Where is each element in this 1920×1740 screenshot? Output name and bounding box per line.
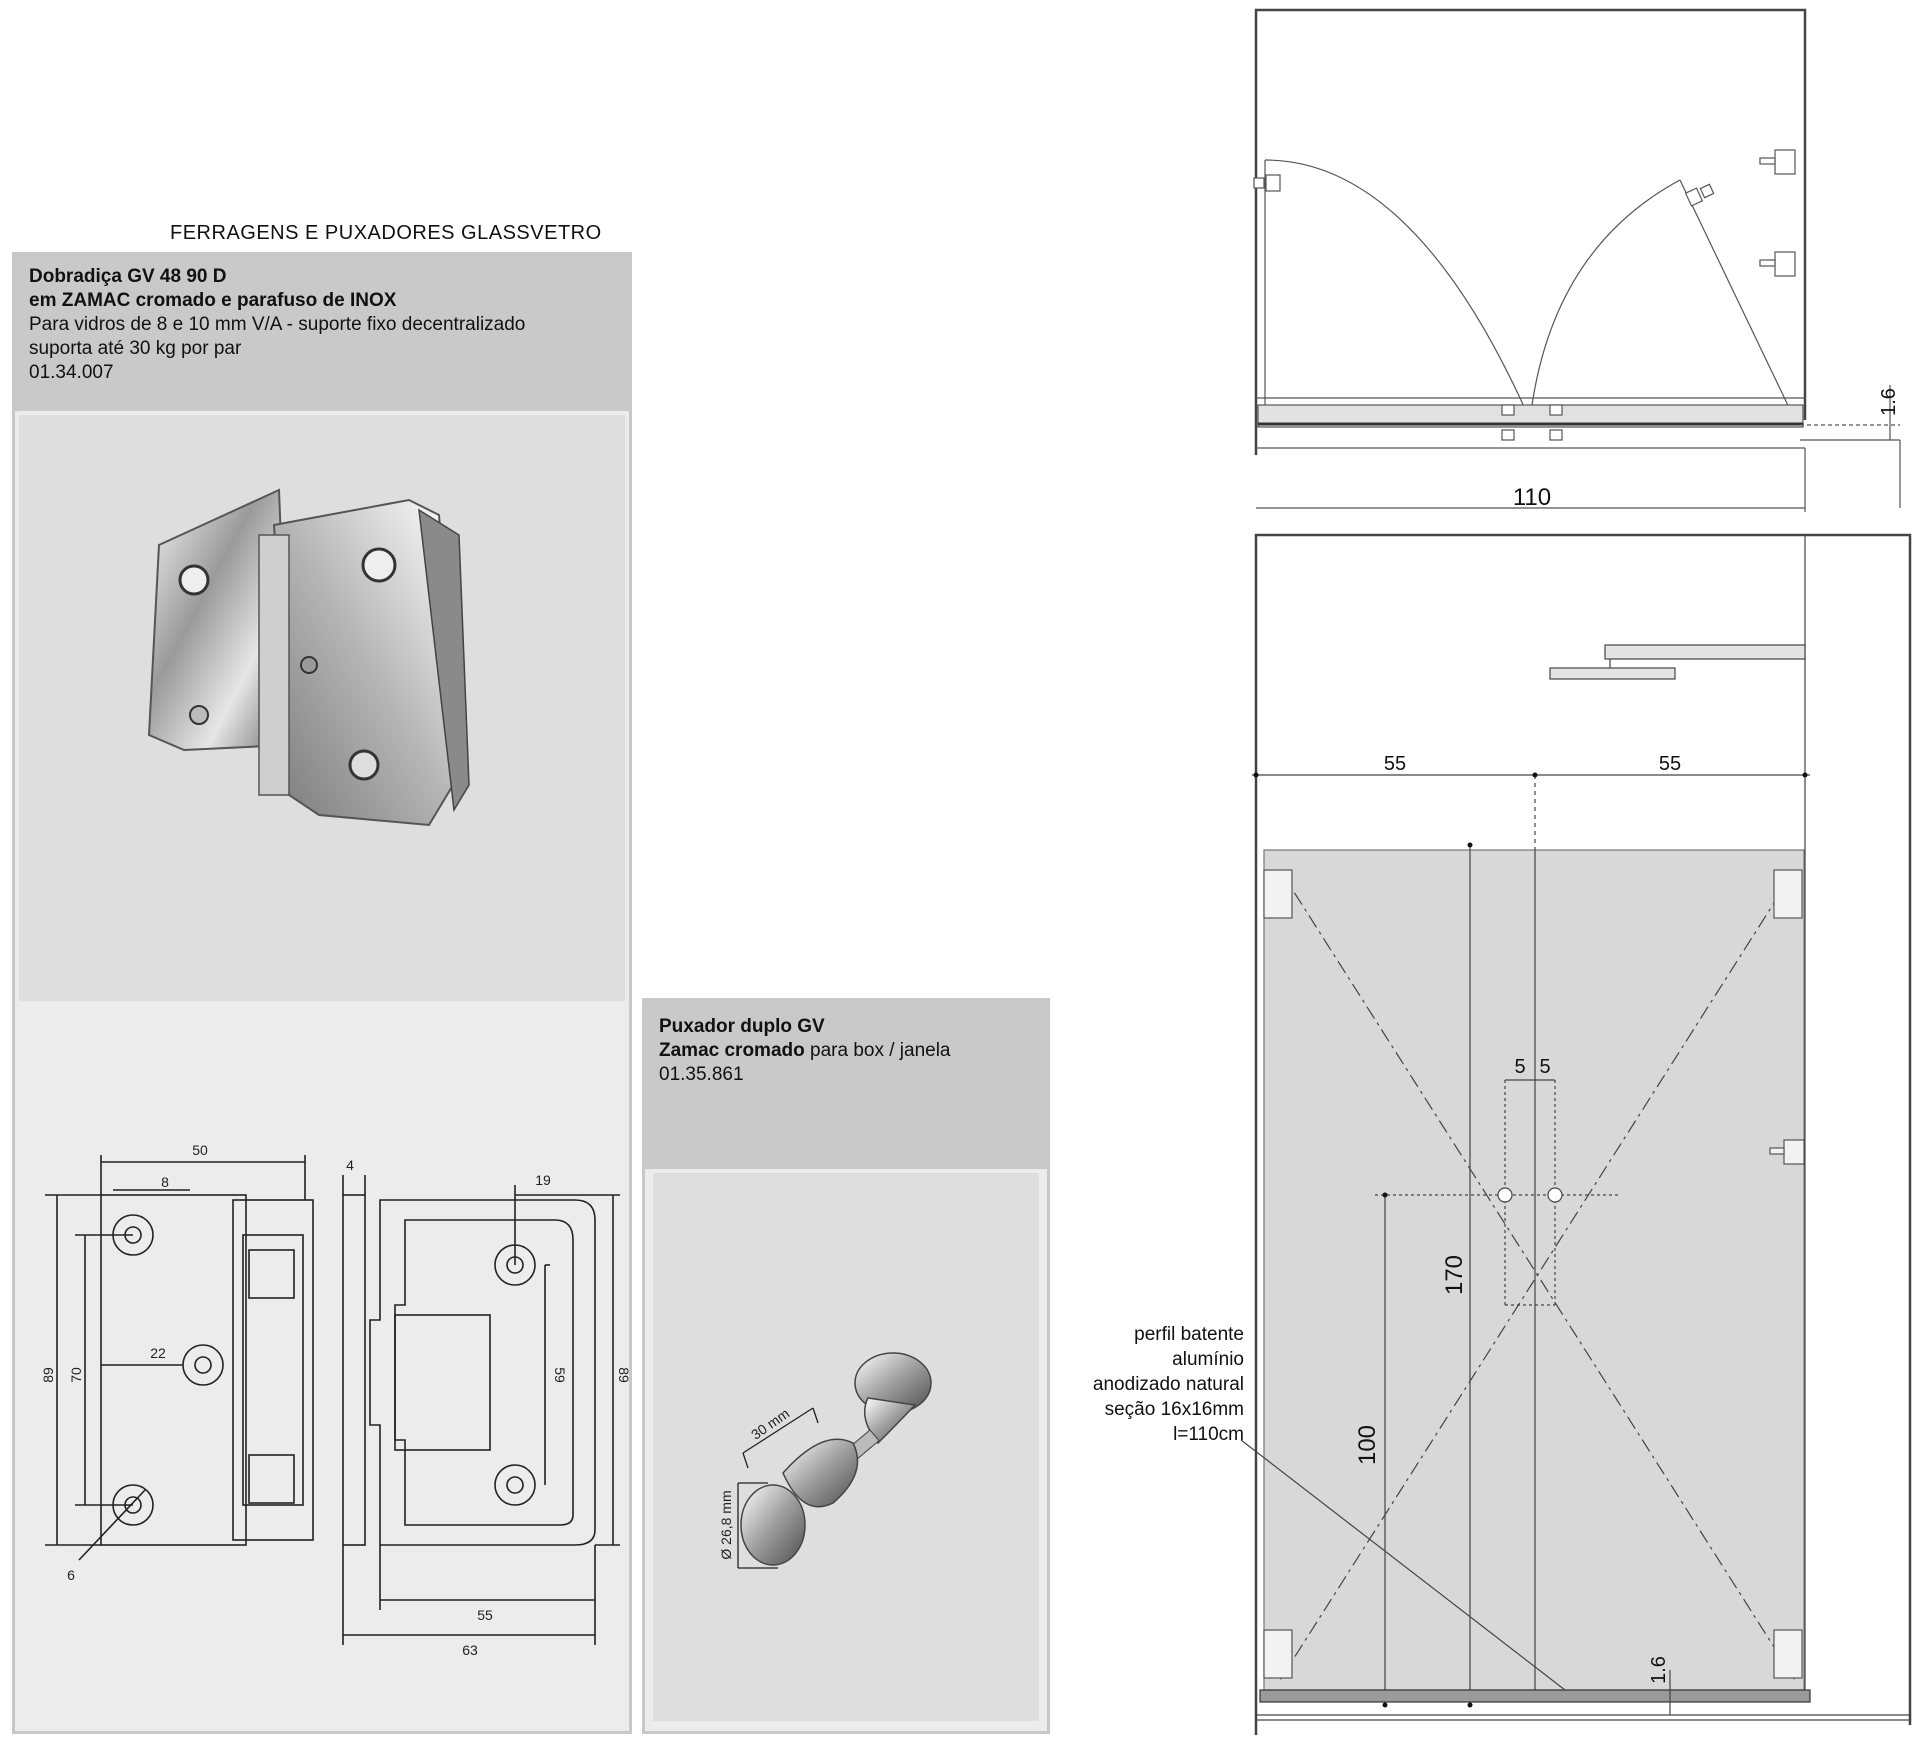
elevation-hinges bbox=[1263, 869, 1805, 1679]
plan-width-label: 110 bbox=[1513, 484, 1551, 511]
hinge-desc-line1: Para vidros de 8 e 10 mm V/A - suporte f… bbox=[29, 314, 526, 335]
dim-top-hole: 8 bbox=[161, 1174, 169, 1190]
knob-code: 01.35.861 bbox=[659, 1064, 744, 1085]
knob-material: Zamac cromado bbox=[659, 1040, 805, 1061]
hinge-photo-illustration bbox=[147, 488, 470, 827]
hinge-card-header: Dobradiça GV 48 90 D em ZAMAC cromado e … bbox=[15, 255, 629, 411]
dim-thick: 4 bbox=[346, 1157, 354, 1173]
note-line-1: perfil batente bbox=[1134, 1324, 1244, 1345]
dim-hole-span: 70 bbox=[68, 1367, 84, 1383]
plan-view-drawing: 110 1.6 bbox=[1253, 8, 1901, 512]
knob-dim-diameter: Ø 26,8 mm bbox=[718, 1490, 734, 1559]
elev-right-half: 55 bbox=[1659, 753, 1681, 775]
hinge-title-line2: em ZAMAC cromado e parafuso de INOX bbox=[29, 290, 397, 311]
note-line-2: alumínio bbox=[1172, 1349, 1244, 1370]
note-line-5: l=110cm bbox=[1173, 1424, 1244, 1445]
dim-hole-dia: 6 bbox=[67, 1567, 75, 1583]
dim-width: 50 bbox=[192, 1142, 208, 1158]
hinge-desc-line2: suporta até 30 kg por par bbox=[29, 338, 242, 359]
dim-corner: 19 bbox=[535, 1172, 551, 1188]
note-line-3: anodizado natural bbox=[1092, 1374, 1244, 1395]
elev-bottom-offset: 1.6 bbox=[1648, 1656, 1670, 1684]
knob-title: Puxador duplo GV bbox=[659, 1016, 825, 1037]
knob-photo: 30 mm Ø 26,8 mm bbox=[653, 1173, 1039, 1721]
knob-dim-length: 30 mm bbox=[748, 1405, 792, 1443]
page-heading: FERRAGENS E PUXADORES GLASSVETRO bbox=[170, 222, 602, 244]
hinge-title-line1: Dobradiça GV 48 90 D bbox=[29, 266, 227, 287]
knob-usage: para box / janela bbox=[804, 1040, 951, 1061]
dim-depth: 55 bbox=[477, 1607, 493, 1623]
dim-mid: 22 bbox=[150, 1345, 166, 1361]
plan-offset-label: 1.6 bbox=[1878, 388, 1900, 416]
elev-height-100: 100 bbox=[1354, 1425, 1381, 1465]
elev-gap-right: 5 bbox=[1539, 1056, 1550, 1078]
dim-height2: 89 bbox=[616, 1367, 629, 1383]
note-line-4: seção 16x16mm bbox=[1104, 1399, 1244, 1420]
elevation-view-drawing: 55 55 5 5 170 100 1.6 bbox=[1240, 533, 1912, 1735]
dim-total: 63 bbox=[462, 1642, 478, 1658]
hinge-technical-drawing: 50 8 89 70 22 6 4 19 59 89 55 63 bbox=[40, 1142, 629, 1658]
profile-note: perfil batente alumínio anodizado natura… bbox=[1040, 1322, 1244, 1447]
knob-card: Puxador duplo GV Zamac cromado para box … bbox=[642, 998, 1050, 1734]
glass-panel bbox=[1263, 849, 1805, 1691]
elev-gap-left: 5 bbox=[1514, 1056, 1525, 1078]
elev-height-170: 170 bbox=[1441, 1255, 1468, 1295]
hinge-code: 01.34.007 bbox=[29, 362, 114, 383]
dim-height: 89 bbox=[40, 1367, 56, 1383]
knob-card-header: Puxador duplo GV Zamac cromado para box … bbox=[645, 1001, 1047, 1169]
dim-hole-span2: 59 bbox=[552, 1367, 568, 1383]
hinge-photo bbox=[19, 415, 625, 1001]
hinge-card: Dobradiça GV 48 90 D em ZAMAC cromado e … bbox=[12, 252, 632, 1734]
elev-left-half: 55 bbox=[1384, 753, 1406, 775]
knob-illustration bbox=[740, 1352, 932, 1566]
plan-hardware bbox=[1253, 149, 1796, 441]
